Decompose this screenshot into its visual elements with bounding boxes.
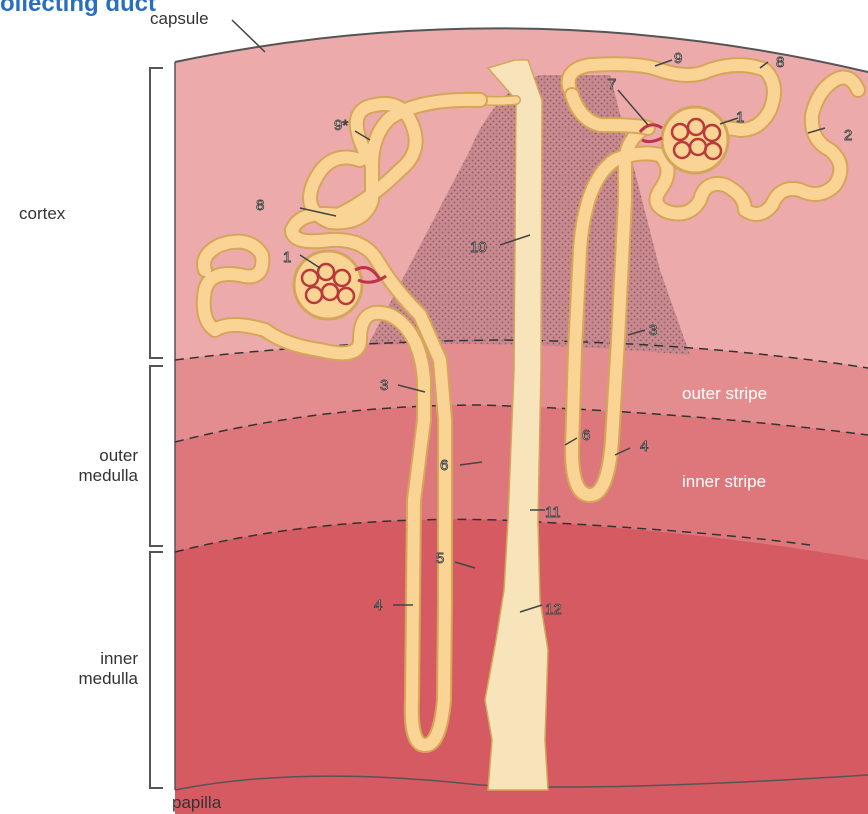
segment-number-11: 11 <box>545 504 561 521</box>
segment-number-6-left: 6 <box>440 457 448 474</box>
segment-number-9-star: 9* <box>334 117 348 134</box>
segment-number-1-left: 1 <box>283 249 291 266</box>
segment-number-3-right: 3 <box>649 322 657 339</box>
segment-number-3-left: 3 <box>380 377 388 394</box>
inner-medulla-label-line2: medulla <box>78 669 138 688</box>
segment-number-9: 9 <box>674 50 682 67</box>
outer-medulla-label-line1: outer <box>99 446 138 465</box>
segment-number-8-left: 8 <box>256 197 264 214</box>
segment-number-4-left: 4 <box>374 597 382 614</box>
inner-medulla-bracket <box>150 552 163 788</box>
region-brackets <box>150 68 163 788</box>
segment-number-4-right: 4 <box>640 438 648 455</box>
segment-number-1-right: 1 <box>736 109 744 126</box>
segment-number-7: 7 <box>608 76 616 93</box>
inner-stripe-label: inner stripe <box>682 472 766 491</box>
cortex-bracket <box>150 68 163 358</box>
outer-medulla-bracket <box>150 366 163 546</box>
cortex-label: cortex <box>19 204 66 223</box>
inner-medulla-label-line1: inner <box>100 649 138 668</box>
outer-stripe-label: outer stripe <box>682 384 767 403</box>
segment-number-8-right: 8 <box>776 54 784 71</box>
capsule-label: capsule <box>150 9 209 28</box>
outer-medulla-label-line2: medulla <box>78 466 138 485</box>
segment-number-6-right: 6 <box>582 427 590 444</box>
segment-number-5: 5 <box>436 550 444 567</box>
segment-number-10: 10 <box>470 239 487 256</box>
segment-number-2: 2 <box>844 127 852 144</box>
papilla-label: papilla <box>172 793 222 812</box>
segment-number-12: 12 <box>545 601 562 618</box>
